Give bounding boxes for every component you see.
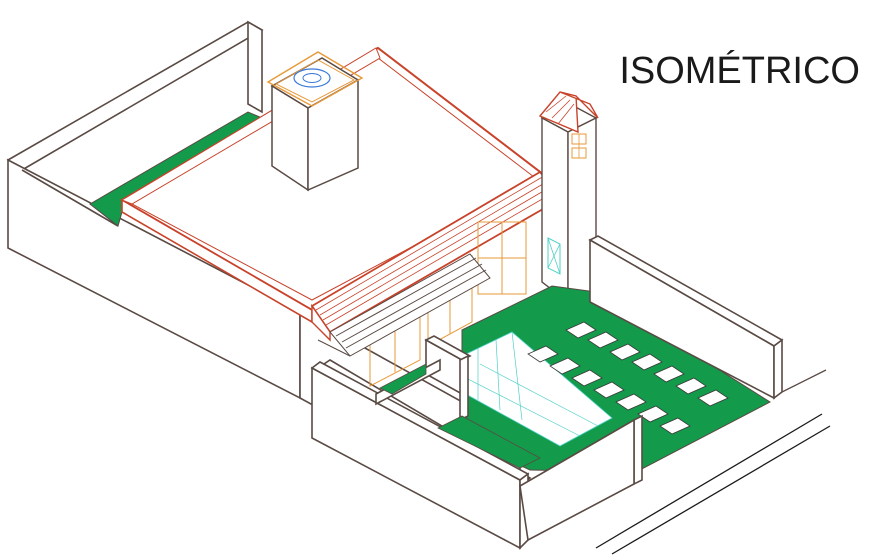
paved-walkway [461, 331, 613, 447]
stepping-stones [527, 321, 729, 435]
chimney-tower [266, 51, 364, 192]
street-lines [595, 369, 831, 555]
left-boundary-wall [6, 20, 301, 400]
drawing-title: ISOMÉTRICO [619, 50, 860, 92]
side-lawn-patch [379, 363, 427, 395]
porch-awning [317, 253, 491, 357]
gate-lawn-patch [437, 415, 541, 469]
right-boundary-wall [588, 235, 784, 400]
front-tiled-roof [310, 170, 564, 342]
